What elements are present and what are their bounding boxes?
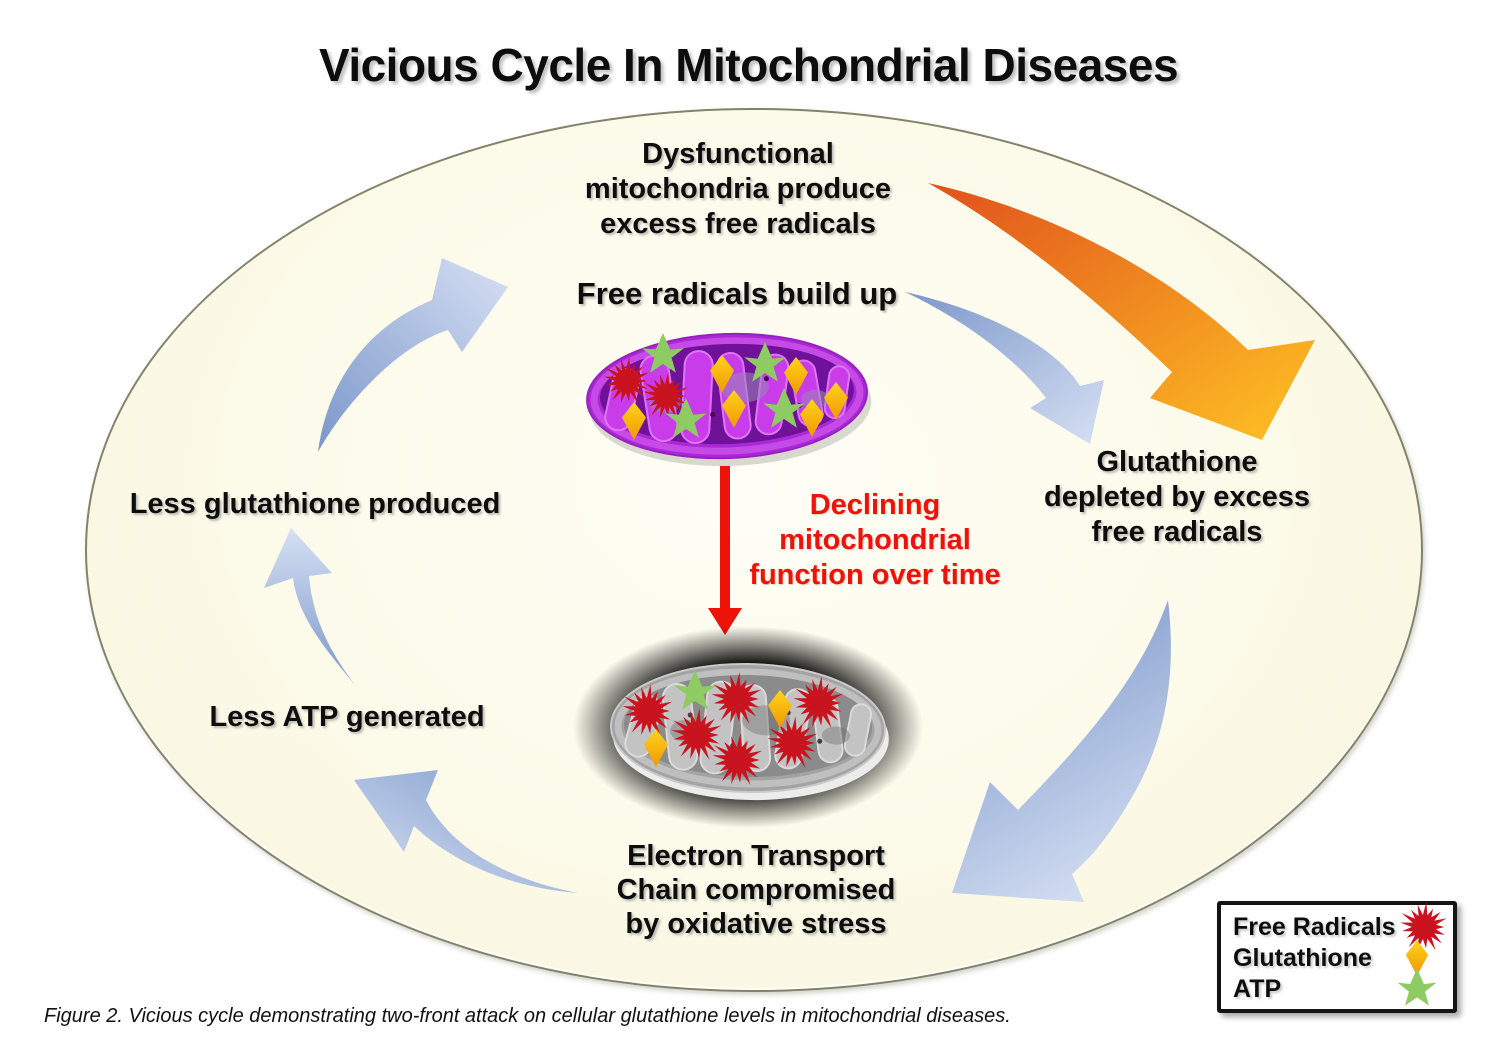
cycle-arrow-left-up <box>264 528 355 685</box>
legend-row-glutathione: Glutathione <box>1233 940 1445 976</box>
legend-label-free-radicals: Free Radicals <box>1233 912 1396 941</box>
legend-row-free-radicals: Free Radicals <box>1233 901 1447 951</box>
cycle-arrow-top-right <box>905 292 1104 444</box>
cycle-arrow-right-down <box>952 600 1171 902</box>
label-less-glutathione: Less glutathione produced <box>129 488 501 520</box>
legend-label-atp: ATP <box>1233 974 1282 1003</box>
label-declining-function: Declining mitochondrial function over ti… <box>749 489 1001 591</box>
figure-title: Vicious Cycle In Mitochondrial Diseases <box>318 39 1179 91</box>
atp-icon <box>1397 968 1437 1006</box>
label-etc-compromised: Electron Transport Chain compromised by … <box>616 840 896 940</box>
figure-caption: Figure 2. Vicious cycle demonstrating tw… <box>44 1005 1011 1027</box>
label-free-radicals-build-up: Free radicals build up <box>576 276 898 311</box>
label-dysfunctional-mitochondria: Dysfunctional mitochondria produce exces… <box>584 138 892 240</box>
legend-row-atp: ATP <box>1233 968 1445 1006</box>
cycle-arrow-bottom-left <box>354 770 578 893</box>
legend-box: Free Radicals Glutathione ATP <box>1217 901 1457 1013</box>
free-radical-icon <box>1399 901 1447 951</box>
orange-depletion-arrow <box>928 183 1315 440</box>
label-less-atp: Less ATP generated <box>209 701 485 733</box>
legend-label-glutathione: Glutathione <box>1233 943 1372 972</box>
cycle-arrow-up-left <box>318 258 508 452</box>
red-decline-arrow <box>708 462 742 635</box>
label-glutathione-depleted: Glutathione depleted by excess free radi… <box>1044 446 1310 548</box>
